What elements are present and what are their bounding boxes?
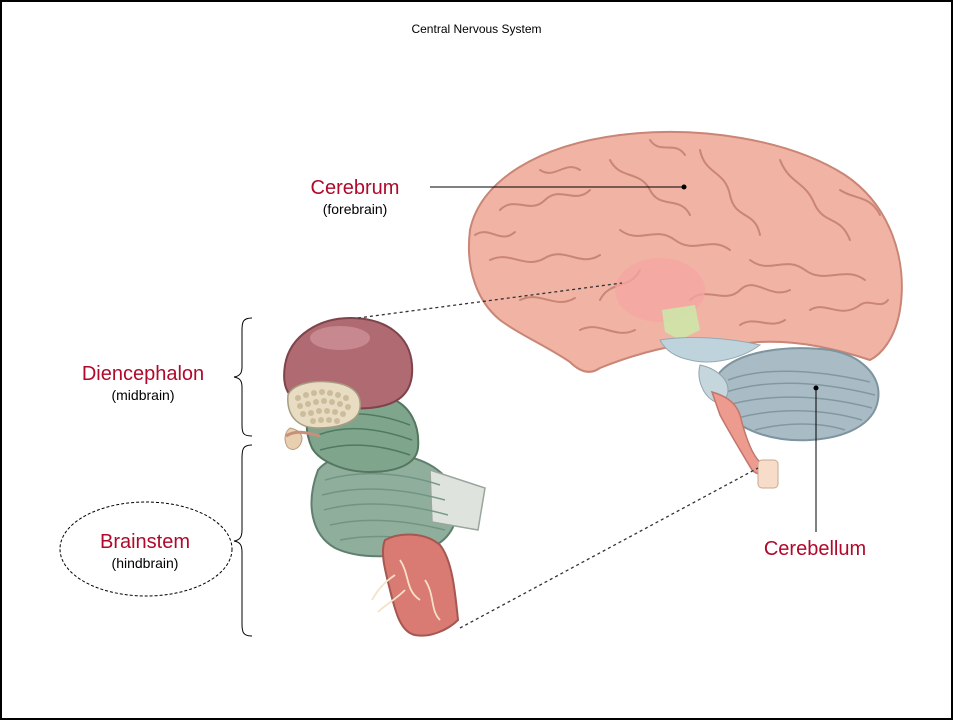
cerebellum-name: Cerebellum <box>740 537 890 561</box>
brainstem-exploded-illustration <box>284 318 485 636</box>
cerebrum-name: Cerebrum <box>290 176 420 200</box>
brainstem-name: Brainstem <box>70 530 220 554</box>
cerebrum-label: Cerebrum (forebrain) <box>290 176 420 218</box>
brainstem-label: Brainstem (hindbrain) <box>70 530 220 572</box>
brace-brainstem <box>234 445 252 636</box>
cerebrum-subtitle: (forebrain) <box>290 200 420 218</box>
diencephalon-subtitle: (midbrain) <box>58 386 228 404</box>
diencephalon-name: Diencephalon <box>58 362 228 386</box>
brainstem-subtitle: (hindbrain) <box>70 554 220 572</box>
cerebrum-illustration <box>469 132 902 372</box>
brace-diencephalon <box>234 318 252 436</box>
cerebellum-label: Cerebellum <box>740 537 890 561</box>
diencephalon-label: Diencephalon (midbrain) <box>58 362 228 404</box>
